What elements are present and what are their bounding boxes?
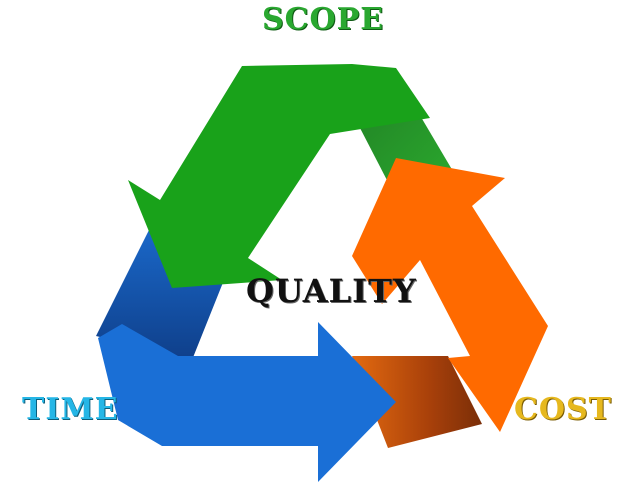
orange-fold-band (352, 356, 482, 448)
scope-label: SCOPE (262, 2, 385, 37)
cost-arrow (352, 158, 548, 432)
cost-label: COST (514, 392, 612, 427)
time-label: TIME (22, 392, 119, 427)
scope-arrow (128, 64, 430, 288)
time-arrow (98, 322, 396, 482)
quality-label: QUALITY (246, 272, 417, 310)
